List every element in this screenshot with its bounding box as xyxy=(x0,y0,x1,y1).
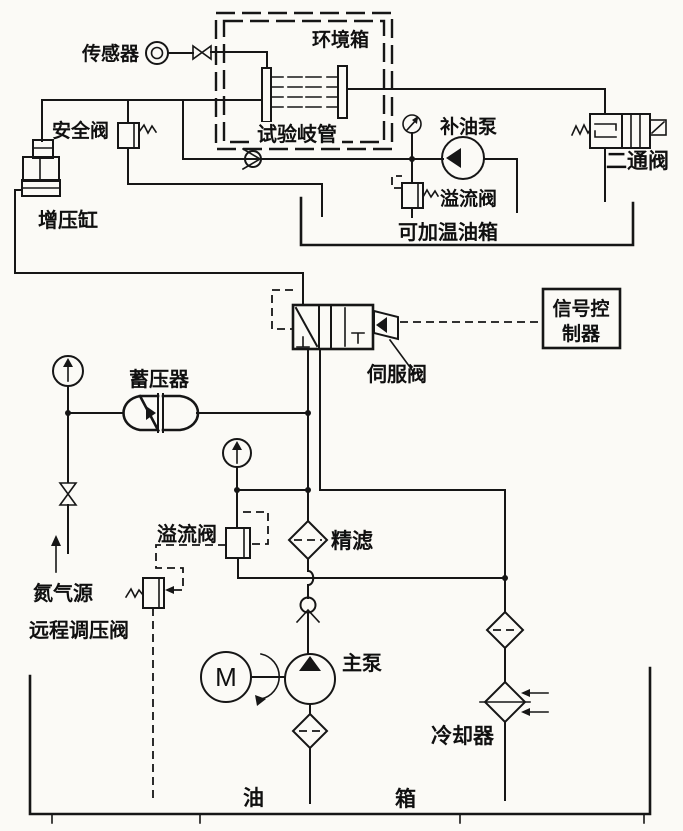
pressure-gauge-2-symbol xyxy=(222,438,252,468)
label-fine-filter: 精滤 xyxy=(331,529,373,553)
pressure-sensor-symbol xyxy=(145,41,169,65)
booster-cylinder-symbol xyxy=(21,139,61,197)
label-safety-valve: 安全阀 xyxy=(52,119,109,142)
label-relief-valve-tank: 溢流阀 xyxy=(440,187,497,210)
label-signal-controller-2: 制器 xyxy=(562,322,601,345)
nitrogen-shutoff-valve-symbol xyxy=(58,482,78,506)
pipe-booster-to-servo xyxy=(14,189,304,306)
label-servo-valve: 伺服阀 xyxy=(366,363,427,386)
motor-rotation-arrow xyxy=(255,653,281,706)
signal-controller-box xyxy=(541,287,622,350)
label-tank: 箱 xyxy=(395,787,416,811)
junction-dots xyxy=(65,156,508,581)
heatable-tank-outline xyxy=(299,196,635,247)
two-way-valve-symbol xyxy=(570,113,667,149)
remote-pressure-valve-symbol xyxy=(124,577,165,803)
pipe-lines-middle xyxy=(67,348,506,655)
label-nitrogen-source: 氮气源 xyxy=(33,581,93,605)
label-relief-valve-main: 溢流阀 xyxy=(157,522,217,546)
servo-valve-symbol xyxy=(271,289,417,376)
safety-valve-symbol xyxy=(117,122,158,149)
pressure-gauge-3-symbol xyxy=(402,114,422,134)
electric-motor-symbol: M xyxy=(200,651,252,703)
label-booster-cylinder: 增压缸 xyxy=(38,208,98,232)
pressure-gauge-1-symbol xyxy=(52,355,84,387)
label-sensor: 传感器 xyxy=(81,42,140,65)
label-signal-controller-1: 信号控 xyxy=(552,297,609,320)
pipe-lines-bottom xyxy=(309,647,506,804)
label-accumulator: 蓄压器 xyxy=(129,367,190,391)
relief-valve-heatable-tank-symbol xyxy=(391,175,440,209)
label-charge-pump: 补油泵 xyxy=(440,115,497,138)
suction-filter-symbol xyxy=(291,712,329,750)
label-test-manifold: 试验岐管 xyxy=(257,122,337,146)
charge-pump-symbol xyxy=(441,136,485,180)
label-cooler: 冷却器 xyxy=(431,724,495,748)
label-environment-box: 环境箱 xyxy=(312,28,369,51)
return-filter-symbol xyxy=(485,610,525,650)
label-oil: 油 xyxy=(243,787,264,810)
test-manifold-symbol xyxy=(261,65,348,123)
label-two-way-valve: 二通阀 xyxy=(606,150,669,173)
pipe-lines-top xyxy=(41,51,606,218)
check-valve-pump-symbol xyxy=(295,596,321,624)
label-backing xyxy=(254,122,342,144)
shutoff-valve-symbol xyxy=(192,44,212,61)
motor-letter: M xyxy=(215,662,237,692)
check-valve-charge-line-symbol xyxy=(241,147,262,171)
accumulator-symbol xyxy=(122,393,200,433)
nitrogen-source-arrow xyxy=(51,535,61,573)
label-main-pump: 主泵 xyxy=(342,651,382,675)
cooler-symbol xyxy=(479,680,549,724)
oil-tank-outline xyxy=(28,666,652,824)
environment-chamber-symbol xyxy=(214,11,394,151)
label-remote-pressure-valve: 远程调压阀 xyxy=(29,619,129,642)
main-pump-symbol xyxy=(284,653,336,705)
fine-filter-symbol xyxy=(287,519,329,561)
label-heatable-tank: 可加温油箱 xyxy=(398,220,498,244)
main-relief-valve-symbol xyxy=(155,511,269,594)
